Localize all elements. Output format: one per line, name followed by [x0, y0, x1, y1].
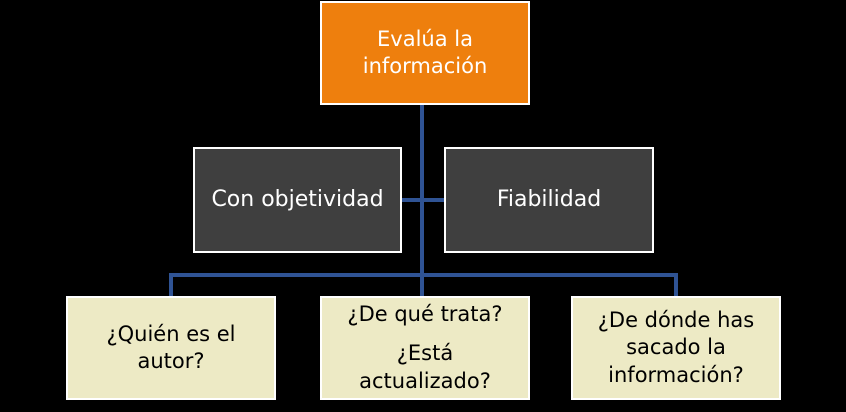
- node-label: Fiabilidad: [496, 186, 602, 212]
- node-de-donde-has-sacado-la-informacion: ¿De dónde has sacado la información?: [571, 296, 781, 400]
- node-label: Con objetividad: [211, 186, 384, 212]
- node-label-paragraph-2: ¿Está actualizado?: [359, 341, 491, 393]
- node-de-que-trata-esta-actualizado: ¿De qué trata? ¿Está actualizado?: [320, 296, 530, 400]
- node-con-objetividad: Con objetividad: [193, 147, 402, 253]
- connector-branch-horizontal: [169, 273, 678, 277]
- connector-middle-horizontal: [402, 198, 444, 202]
- node-label: Evalúa la información: [362, 26, 488, 78]
- connector-stub-right: [674, 277, 678, 296]
- node-label: ¿De dónde has sacado la información?: [597, 308, 755, 387]
- node-quien-es-el-autor: ¿Quién es el autor?: [66, 296, 276, 400]
- node-fiabilidad: Fiabilidad: [444, 147, 654, 253]
- node-label-paragraph-1: ¿De qué trata?: [347, 302, 503, 327]
- connector-stub-left: [169, 277, 173, 296]
- node-label: ¿Quién es el autor?: [106, 321, 236, 373]
- node-evalua-la-informacion: Evalúa la información: [320, 1, 530, 105]
